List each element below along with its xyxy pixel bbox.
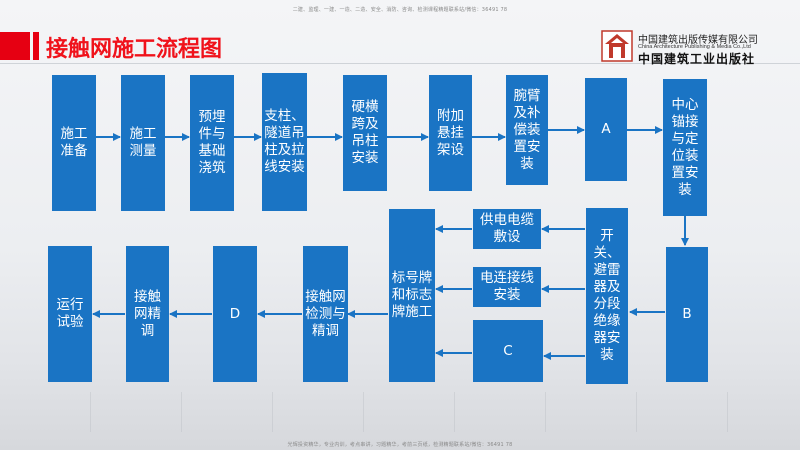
step-inspect: 接触网检测与精调	[303, 246, 348, 382]
step-fine-tune: 接触网精调	[126, 246, 169, 382]
floor-background	[0, 392, 800, 432]
publisher-calligraphy: 中国建筑工业出版社	[638, 52, 756, 66]
step-pillar: 支柱、隧道吊柱及拉线安装	[262, 73, 307, 211]
step-c: C	[473, 320, 543, 382]
step-additional: 附加悬挂架设	[429, 75, 472, 191]
publisher-name-en: China Architecture Publishing & Media Co…	[638, 44, 751, 50]
step-midpoint: 中心锚接与定位装置安装	[663, 79, 707, 216]
step-cross-span: 硬横跨及吊柱安装	[343, 75, 387, 191]
step-connector: 电连接线安装	[473, 267, 541, 307]
step-survey: 施工测量	[121, 75, 165, 211]
step-switch: 开关、避雷器及分段绝缘器安装	[586, 208, 628, 384]
title-accent-stripe	[33, 32, 39, 60]
step-a: A	[585, 78, 627, 181]
bottom-note: 光辉投资精华，专业内训，考点串讲，习题精华，考前三页纸，检测精题联系站/微信：3…	[287, 442, 513, 448]
step-trial: 运行试验	[48, 246, 92, 382]
page-title: 接触网施工流程图	[46, 37, 223, 62]
top-note: 二建、监理、一建、一造、二造、安全、消防、咨询、检测课程精题联系站/微信：364…	[292, 7, 508, 13]
step-d: D	[213, 246, 257, 382]
publisher-logo-icon	[601, 30, 633, 62]
title-accent-bar	[0, 32, 30, 60]
publisher-name-cn: 中国建筑出版传媒有限公司	[638, 35, 758, 46]
step-feeder: 供电电缆敷设	[473, 209, 541, 249]
step-b: B	[666, 247, 708, 382]
step-cantilever: 腕臂及补偿装置安装	[506, 75, 548, 185]
step-prep: 施工准备	[52, 75, 96, 211]
step-sign: 标号牌和标志牌施工	[389, 209, 435, 382]
step-foundation: 预埋件与基础浇筑	[190, 75, 234, 211]
title-divider	[0, 63, 800, 64]
